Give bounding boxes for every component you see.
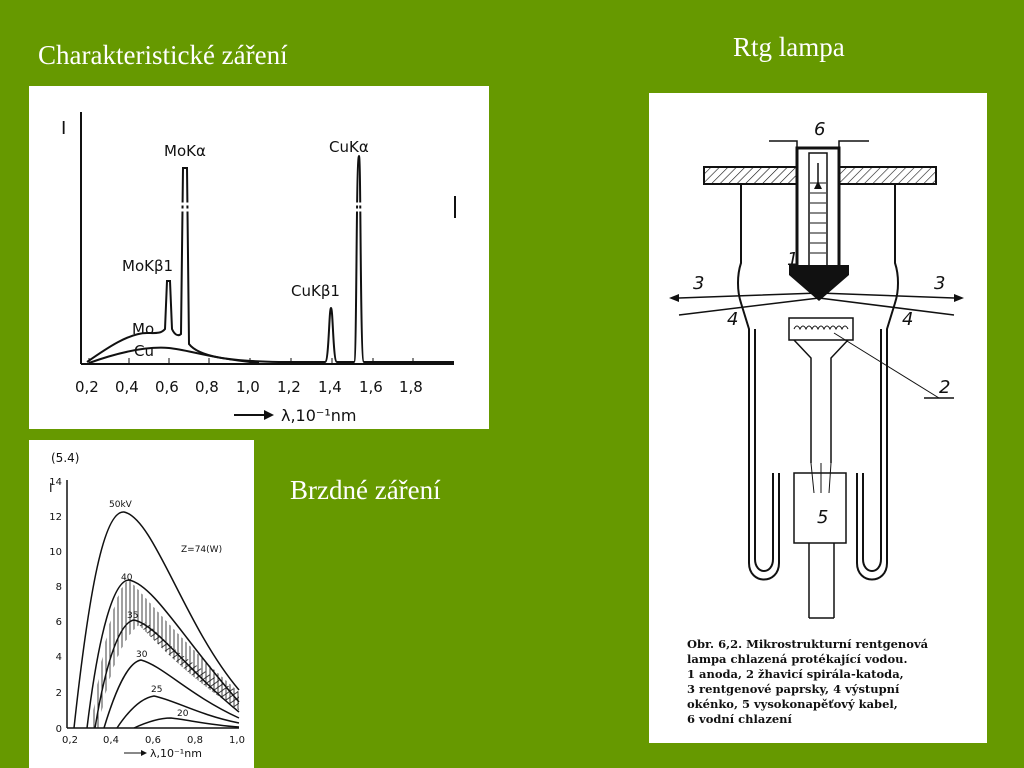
x-tick-label: 1,0: [236, 378, 260, 396]
label-window-left: 4: [727, 309, 738, 330]
label-window-right: 4: [902, 309, 913, 330]
cu-continuum-curve: [88, 346, 260, 364]
material-label: Z=74(W): [181, 545, 222, 555]
cathode-filament-housing: [788, 317, 854, 341]
x-axis-arrow-head: [264, 410, 274, 420]
title-characteristic-radiation: Charakteristické záření: [38, 40, 288, 70]
water-outlet-arrow: [838, 140, 869, 153]
characteristic-spectrum-figure: I 0,2 0,4 0,6 0,8 1,0 1,2 1,4 1,6 1,8: [29, 86, 489, 429]
x-tick-label: 0,4: [115, 378, 139, 396]
bremsstrahlung-svg: (5.4) I 0 2 4 6 8 10 12 14 0,2 0,4 0,6 0…: [49, 451, 245, 760]
tube-envelope: [737, 184, 899, 581]
curve-label: 40: [121, 573, 133, 583]
title-xray-tube: Rtg lampa: [733, 32, 845, 62]
curve-20kv: [133, 717, 240, 729]
curve-label: 50kV: [109, 500, 133, 510]
y-tick-label: 6: [56, 617, 62, 628]
label-water-cooling: 6: [814, 119, 825, 140]
x-tick-label: 0,2: [75, 378, 99, 396]
y-tick-label: 14: [49, 477, 62, 488]
label-mo-k-beta: MoKβ1: [122, 257, 173, 275]
cathode-label-leader: [833, 332, 940, 399]
x-tick-label: 0,2: [62, 735, 78, 746]
x-tick-label: 0,6: [145, 735, 161, 746]
hv-cable: [808, 543, 835, 619]
y-tick-label: 12: [49, 512, 62, 523]
xray-beams: [678, 292, 955, 316]
x-tick-label: 1,2: [277, 378, 301, 396]
water-inlet-arrow: [769, 140, 798, 153]
curve-label: 25: [151, 685, 162, 695]
label-cathode-spiral: 2: [939, 377, 950, 398]
x-tick-label: 0,8: [187, 735, 203, 746]
x-tick-label: 1,6: [359, 378, 383, 396]
equation-number: (5.4): [51, 451, 79, 465]
label-anode: 1: [787, 249, 798, 270]
caption-line: 1 anoda, 2 žhavicí spirála-katoda,: [687, 667, 904, 681]
x-axis-arrow-head: [141, 750, 147, 756]
cable-leads: [810, 462, 832, 494]
label-cu-curve: Cu: [134, 342, 154, 360]
characteristic-spectrum-svg: I 0,2 0,4 0,6 0,8 1,0 1,2 1,4 1,6 1,8: [61, 112, 456, 425]
x-axis-label: λ,10⁻¹nm: [150, 747, 202, 760]
x-tick-label: 0,4: [103, 735, 119, 746]
y-axis-label: I: [49, 481, 53, 495]
x-tick-label: 1,0: [229, 735, 245, 746]
peak-labels: MoKα MoKβ1 CuKα CuKβ1 Mo Cu: [122, 138, 369, 360]
figure-caption: Obr. 6,2. Mikrostrukturní rentgenová lam…: [687, 637, 929, 726]
caption-line: 6 vodní chlazení: [687, 712, 793, 726]
curve-labels: 50kV 40 35 30 25 20 Z=74(W): [109, 500, 222, 719]
mo-spectrum-curve: [86, 154, 454, 363]
hv-cable-socket: [793, 472, 847, 544]
caption-line: Obr. 6,2. Mikrostrukturní rentgenová: [687, 637, 929, 651]
part-labels: 1 2 3 3 4 4 5 6: [693, 119, 950, 528]
heating-spiral: [793, 325, 849, 331]
xray-tube-svg: 1 2 3 3 4 4 5 6 Obr. 6,2. Mikrostrukturn…: [669, 119, 964, 726]
water-flow-up-head: [814, 181, 822, 189]
y-tick-labels: 0 2 4 6 8 10 12 14: [49, 477, 62, 735]
caption-line: lampa chlazená protékající vodou.: [687, 652, 907, 666]
x-tick-label: 1,4: [318, 378, 342, 396]
y-tick-label: 10: [49, 547, 62, 558]
cathode-stem: [793, 339, 849, 463]
beam-arrow-right: [954, 294, 964, 302]
curve-40kv: [86, 579, 240, 729]
peak-break-marks: [181, 202, 363, 212]
curve-25kv: [116, 695, 240, 729]
caption-line: 3 rentgenové paprsky, 4 výstupní: [687, 682, 900, 696]
beam-arrow-left: [669, 294, 679, 302]
curve-35kv: [94, 619, 240, 729]
y-tick-label: 0: [56, 724, 62, 735]
label-xray-left: 3: [693, 273, 704, 294]
x-tick-labels: 0,2 0,4 0,6 0,8 1,0: [62, 735, 245, 746]
x-tick-label: 0,6: [155, 378, 179, 396]
label-hv-cable: 5: [817, 507, 828, 528]
label-xray-right: 3: [934, 273, 945, 294]
label-cu-k-alpha: CuKα: [329, 138, 369, 156]
label-cu-k-beta: CuKβ1: [291, 282, 340, 300]
x-axis-label: λ,10⁻¹nm: [281, 406, 357, 425]
y-axis-label: I: [61, 118, 66, 139]
curve-30kv: [103, 659, 240, 729]
y-tick-label: 8: [56, 582, 62, 593]
bremsstrahlung-figure: (5.4) I 0 2 4 6 8 10 12 14 0,2 0,4 0,6 0…: [29, 440, 254, 768]
y-tick-label: 2: [56, 688, 62, 699]
anode-target: [789, 265, 849, 301]
caption-line: okénko, 5 vysokonapěťový kabel,: [687, 697, 898, 711]
curve-label: 20: [177, 709, 189, 719]
label-mo-k-alpha: MoKα: [164, 142, 206, 160]
y-tick-label: 4: [56, 652, 62, 663]
x-tick-label: 1,8: [399, 378, 423, 396]
title-bremsstrahlung: Brzdné záření: [290, 475, 441, 505]
curve-label: 30: [136, 650, 148, 660]
hatched-region-vertical: [91, 580, 239, 728]
xray-tube-figure: 1 2 3 3 4 4 5 6 Obr. 6,2. Mikrostrukturn…: [649, 93, 987, 743]
label-mo-curve: Mo: [132, 320, 154, 338]
x-tick-label: 0,8: [195, 378, 219, 396]
curve-50kv: [73, 511, 240, 729]
x-tick-labels: 0,2 0,4 0,6 0,8 1,0 1,2 1,4 1,6 1,8: [75, 378, 423, 396]
curve-label: 35: [127, 611, 138, 621]
